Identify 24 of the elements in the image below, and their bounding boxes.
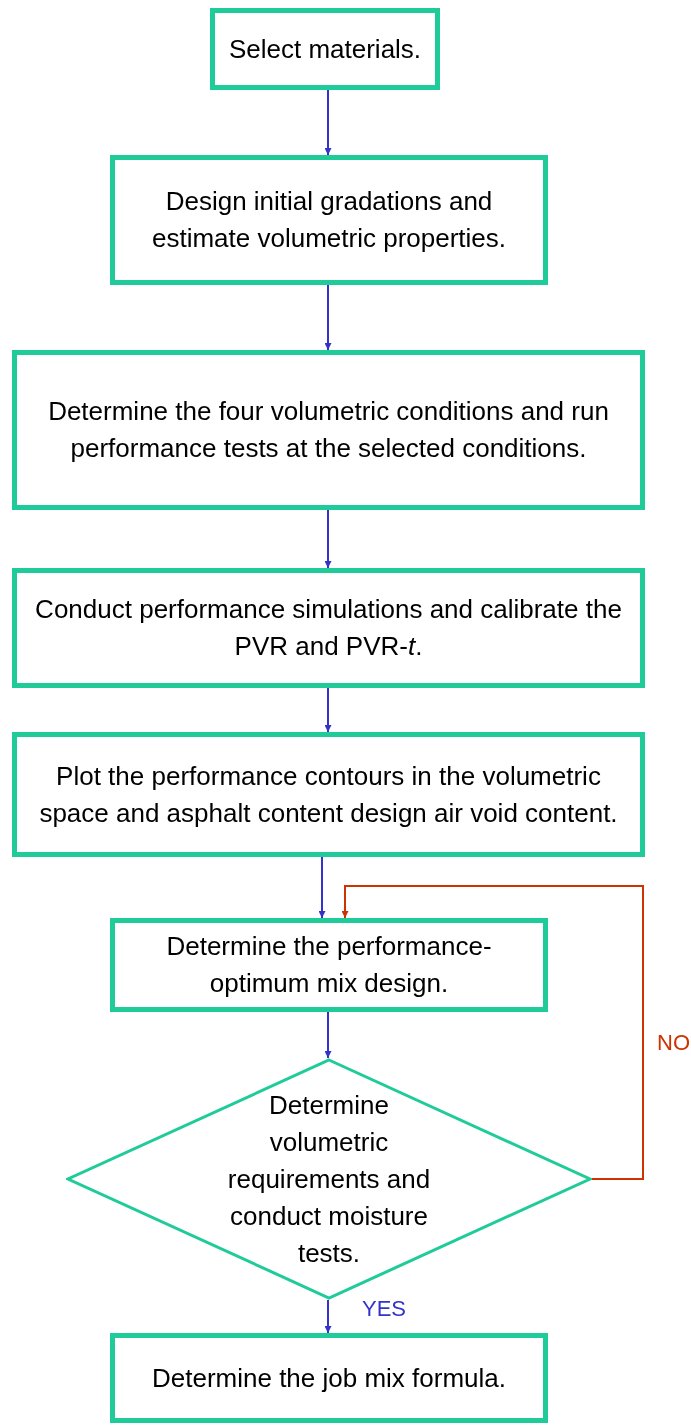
node-text: Determine volumetric requirements and conduct moisture tests. xyxy=(226,1088,432,1270)
process-box xyxy=(110,1333,548,1423)
arrow xyxy=(324,89,332,156)
node-text: Plot the performance contours in the volumetric space and asphalt content design air void content. xyxy=(38,759,619,830)
arrow xyxy=(318,856,326,919)
decision-diamond xyxy=(66,1058,592,1300)
arrow xyxy=(324,509,332,569)
process-box xyxy=(110,155,548,285)
node-text: Determine the performance-optimum mix design. xyxy=(165,930,493,1000)
process-box xyxy=(210,8,440,90)
arrow xyxy=(324,687,332,733)
arrow xyxy=(324,1299,332,1334)
arrow xyxy=(341,885,644,1180)
process-box xyxy=(12,732,645,857)
node-text: Select materials. xyxy=(227,32,423,66)
process-box xyxy=(110,918,548,1012)
arrow xyxy=(324,284,332,351)
node-text: Design initial gradations and estimate volumetric properties. xyxy=(151,185,507,255)
node-text: Conduct performance simulations and calibrate the PVR and PVR-t. xyxy=(34,593,623,663)
process-box xyxy=(12,568,645,688)
arrow xyxy=(324,1011,332,1059)
process-box xyxy=(12,350,645,510)
node-text: Determine the job mix formula. xyxy=(151,1361,507,1395)
node-text: Determine the four volumetric conditions and run performance tests at the selected conditions. xyxy=(47,395,610,465)
